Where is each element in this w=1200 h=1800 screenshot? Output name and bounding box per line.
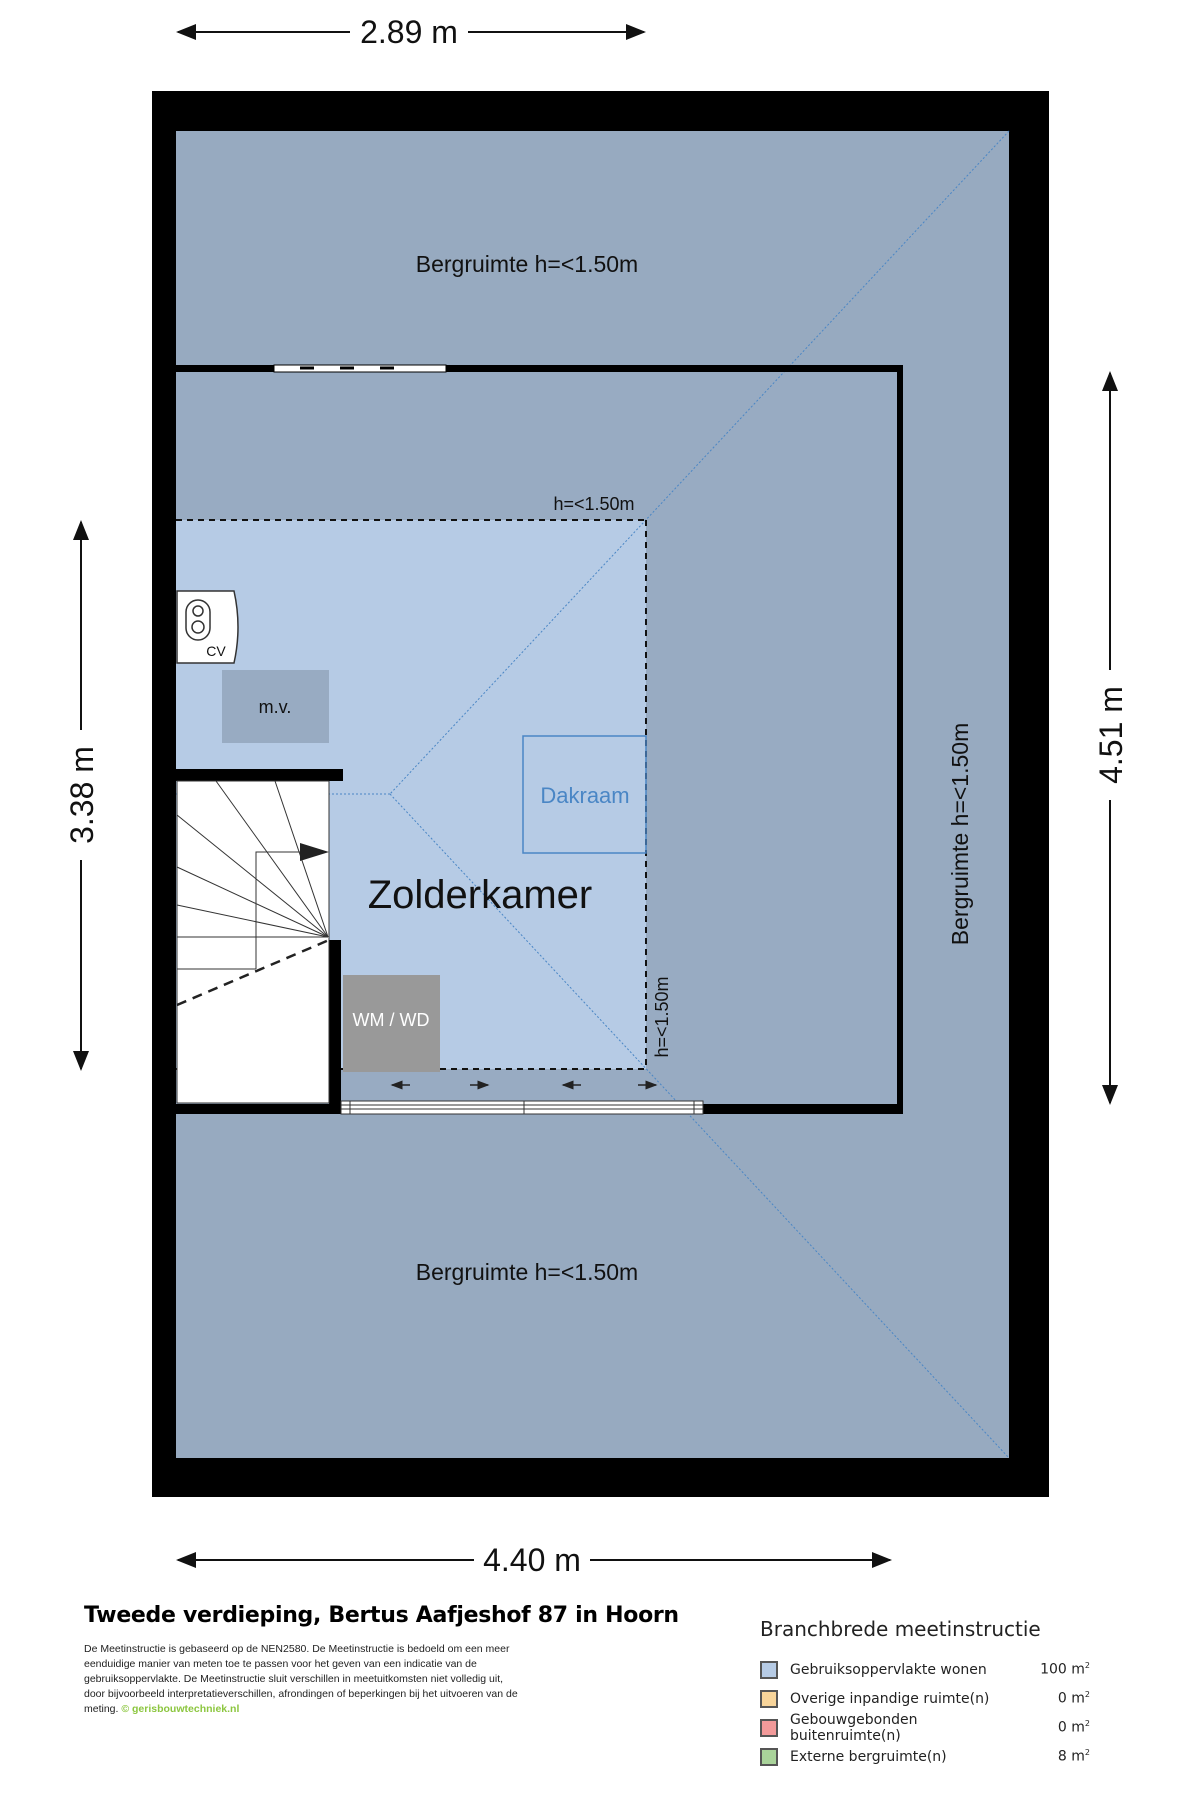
window-bottom <box>340 1100 704 1115</box>
plan-title: Tweede verdieping, Bertus Aafjeshof 87 i… <box>84 1603 679 1628</box>
cv-label: CV <box>206 643 226 659</box>
legend-item: Overige inpandige ruimte(n) 0 m2 <box>760 1684 1090 1713</box>
disclaimer: De Meetinstructie is gebaseerd op de NEN… <box>84 1642 524 1717</box>
height-label-top: h=<1.50m <box>553 494 634 514</box>
swatch-blue-icon <box>760 1660 778 1679</box>
cv-boiler-icon <box>176 590 239 664</box>
legend-item: Gebouwgebonden buitenruimte(n) 0 m2 <box>760 1711 1090 1744</box>
staircase <box>176 780 330 1104</box>
roof-hip-lines <box>176 130 1010 1459</box>
dimension-top: 2.89 m <box>360 14 458 50</box>
skylight <box>522 735 647 854</box>
legend-label: Gebruiksoppervlakte wonen <box>790 1661 987 1678</box>
room-label-storage-bottom: Bergruimte h=<1.50m <box>416 1259 638 1285</box>
dimension-lines <box>73 24 1118 1568</box>
footer-info: Tweede verdieping, Bertus Aafjeshof 87 i… <box>84 1603 679 1717</box>
legend-value: 0 m2 <box>1057 1719 1090 1736</box>
disclaimer-text: De Meetinstructie is gebaseerd op de NEN… <box>84 1643 518 1715</box>
credit-link[interactable]: © gerisbouwtechniek.nl <box>121 1703 240 1715</box>
swatch-green-icon <box>760 1747 778 1766</box>
skylight-label: Dakraam <box>540 783 629 808</box>
swatch-orange-icon <box>760 1689 778 1708</box>
legend-label: Externe bergruimte(n) <box>790 1748 947 1765</box>
height-label-side: h=<1.50m <box>652 976 672 1057</box>
legend-label: Overige inpandige ruimte(n) <box>790 1690 990 1707</box>
dimension-right: 4.51 m <box>1093 686 1129 784</box>
legend-value: 100 m2 <box>1040 1661 1090 1678</box>
window-top <box>273 364 447 373</box>
dimension-bottom: 4.40 m <box>483 1542 581 1578</box>
room-label-zolderkamer: Zolderkamer <box>368 873 593 917</box>
room-label-storage-top: Bergruimte h=<1.50m <box>416 251 638 277</box>
legend-title: Branchbrede meetinstructie <box>760 1617 1041 1641</box>
mv-box <box>222 670 329 743</box>
inner-walls <box>176 365 903 1114</box>
legend-label: Gebouwgebonden buitenruimte(n) <box>790 1711 918 1744</box>
room-label-storage-right: Bergruimte h=<1.50m <box>947 723 973 945</box>
wm-wd-label: WM / WD <box>353 1010 430 1030</box>
stair-direction-arrow-icon <box>300 843 329 861</box>
dimension-left: 3.38 m <box>64 746 100 844</box>
mv-label: m.v. <box>259 697 292 717</box>
legend-value: 0 m2 <box>1057 1690 1090 1707</box>
legend-value: 8 m2 <box>1057 1748 1090 1765</box>
legend: Branchbrede meetinstructie Gebruiksopper… <box>760 1617 1090 1771</box>
swatch-red-icon <box>760 1718 778 1737</box>
wm-wd-box <box>343 975 440 1072</box>
legend-item: Gebruiksoppervlakte wonen 100 m2 <box>760 1655 1090 1684</box>
legend-item: Externe bergruimte(n) 8 m2 <box>760 1742 1090 1771</box>
